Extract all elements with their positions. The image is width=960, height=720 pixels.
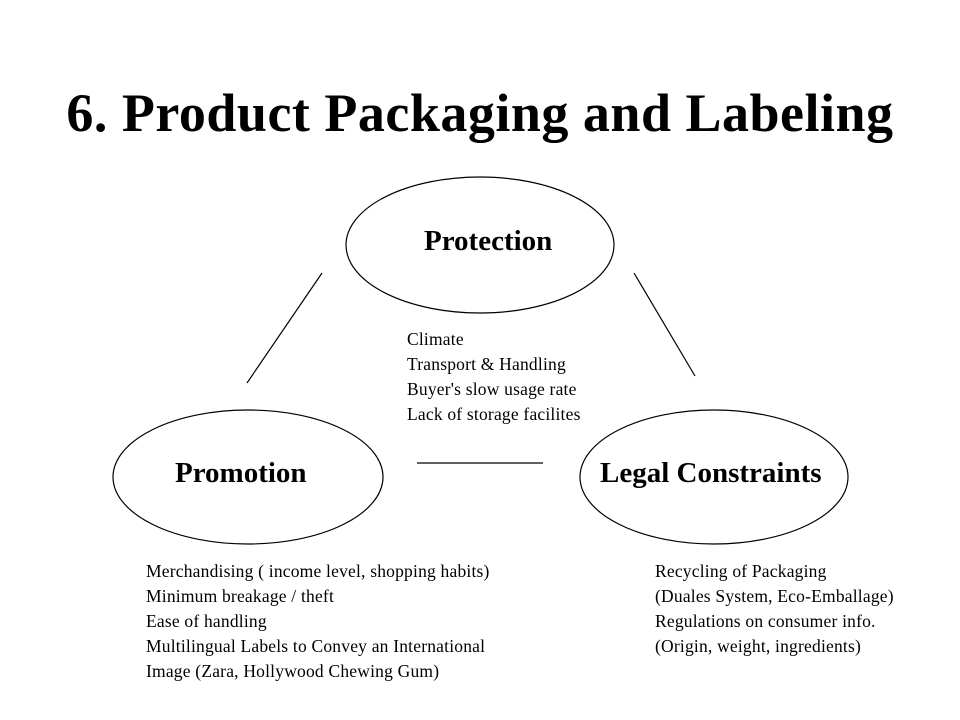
connector-protection-promotion (246, 272, 323, 384)
legal-constraints-ellipse (579, 409, 849, 545)
protection-ellipse (345, 176, 615, 314)
promotion-ellipse (112, 409, 384, 545)
connector-protection-legal (633, 272, 696, 377)
protection-label: Protection (424, 225, 553, 257)
protection-factors: Climate Transport & Handling Buyer's slo… (407, 327, 581, 427)
protection-factor: Buyer's slow usage rate (407, 379, 577, 399)
legal-factors: Recycling of Packaging (Duales System, E… (655, 559, 894, 659)
legal-factor: Regulations on consumer info. (655, 611, 876, 631)
promotion-label: Promotion (175, 457, 307, 489)
legal-factor: (Duales System, Eco-Emballage) (655, 586, 894, 606)
legal-factor: Recycling of Packaging (655, 561, 827, 581)
promotion-factor: Ease of handling (146, 611, 267, 631)
protection-factor: Lack of storage facilites (407, 404, 581, 424)
promotion-factor: Minimum breakage / theft (146, 586, 335, 606)
slide-title: 6. Product Packaging and Labeling (66, 83, 894, 143)
promotion-factor: Merchandising ( income level, shopping h… (146, 561, 490, 581)
promotion-factors: Merchandising ( income level, shopping h… (146, 559, 490, 684)
legal-factor: (Origin, weight, ingredients) (655, 636, 862, 656)
protection-factor: Transport & Handling (407, 354, 566, 374)
protection-factor: Climate (407, 329, 464, 349)
promotion-factor: Image (Zara, Hollywood Chewing Gum) (146, 661, 440, 681)
legal-constraints-label: Legal Constraints (600, 457, 822, 489)
promotion-factor: Multilingual Labels to Convey an Interna… (146, 636, 486, 656)
